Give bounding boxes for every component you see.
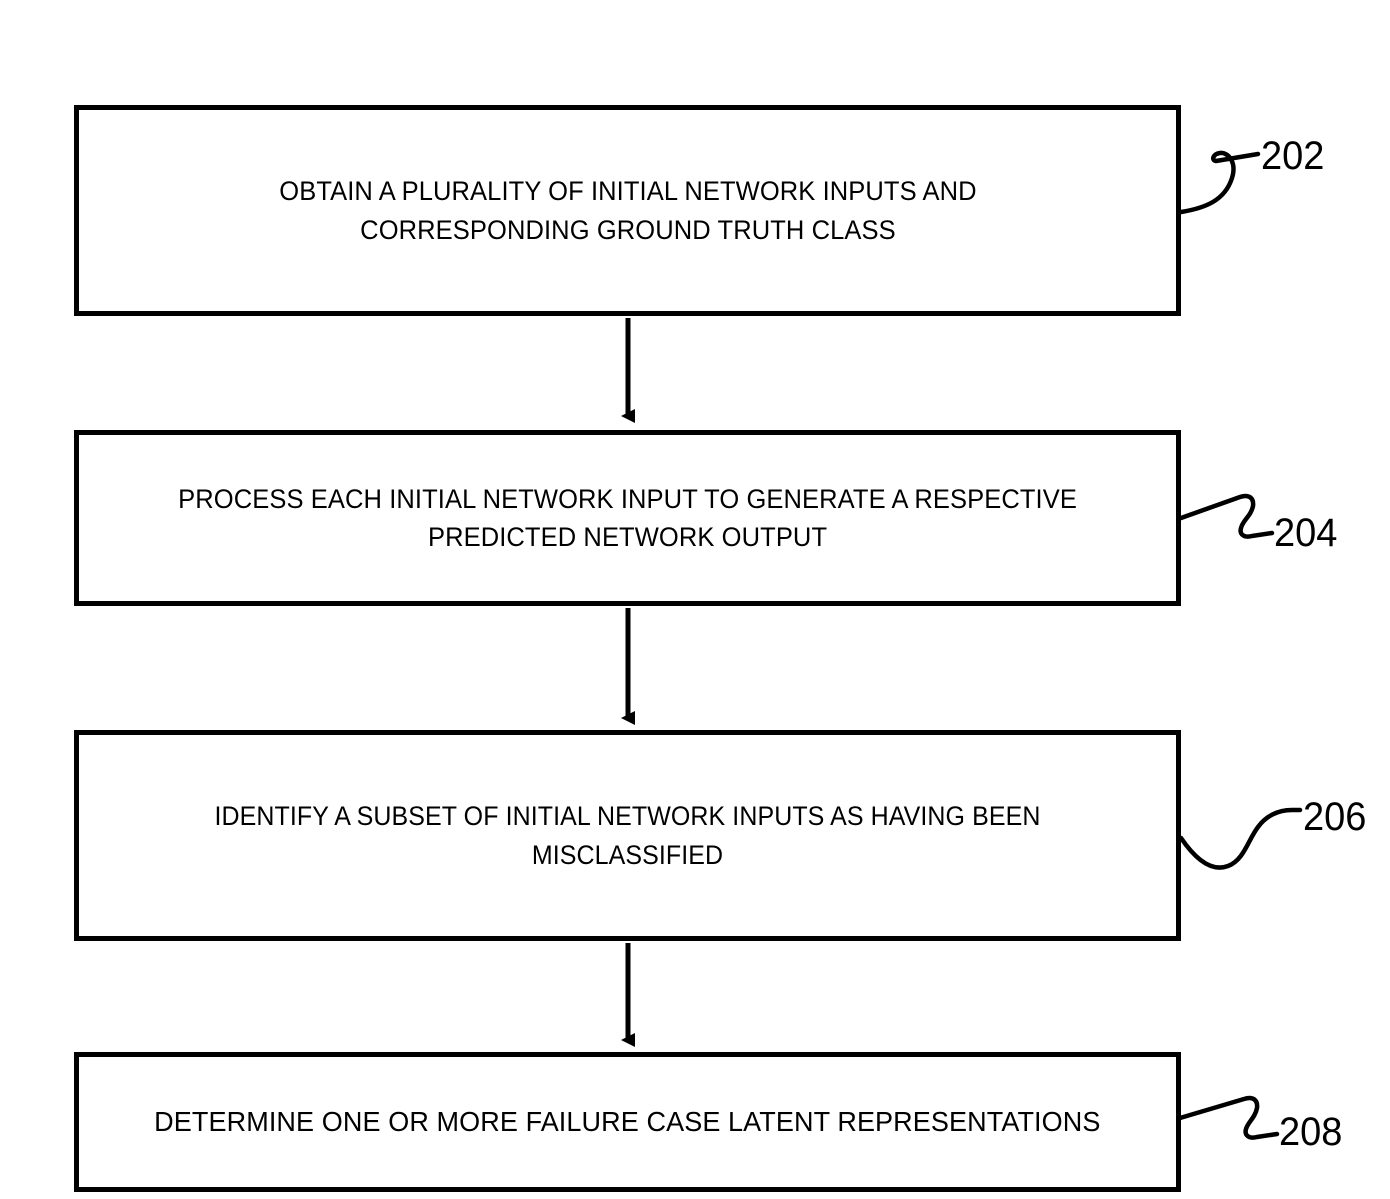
leader-line-202 xyxy=(1178,150,1261,215)
flow-step-box-204: PROCESS EACH INITIAL NETWORK INPUT TO GE… xyxy=(74,430,1181,606)
flow-step-label-204: PROCESS EACH INITIAL NETWORK INPUT TO GE… xyxy=(178,483,1077,552)
flow-step-box-208: DETERMINE ONE OR MORE FAILURE CASE LATEN… xyxy=(74,1052,1181,1192)
flow-step-box-206: IDENTIFY A SUBSET OF INITIAL NETWORK INP… xyxy=(74,730,1181,941)
leader-line-206 xyxy=(1178,807,1303,870)
reference-numeral-206: 206 xyxy=(1303,795,1367,839)
flow-step-label-202: OBTAIN A PLURALITY OF INITIAL NETWORK IN… xyxy=(278,176,977,245)
reference-numeral-204: 204 xyxy=(1274,511,1338,555)
reference-numeral-202: 202 xyxy=(1261,134,1325,178)
flow-step-box-202: OBTAIN A PLURALITY OF INITIAL NETWORK IN… xyxy=(74,105,1181,316)
leader-line-204 xyxy=(1178,493,1275,539)
reference-numeral-208: 208 xyxy=(1279,1110,1343,1154)
leader-line-208 xyxy=(1177,1095,1280,1140)
flow-step-label-208: DETERMINE ONE OR MORE FAILURE CASE LATEN… xyxy=(154,1106,1101,1138)
flow-step-label-206: IDENTIFY A SUBSET OF INITIAL NETWORK INP… xyxy=(214,801,1041,870)
